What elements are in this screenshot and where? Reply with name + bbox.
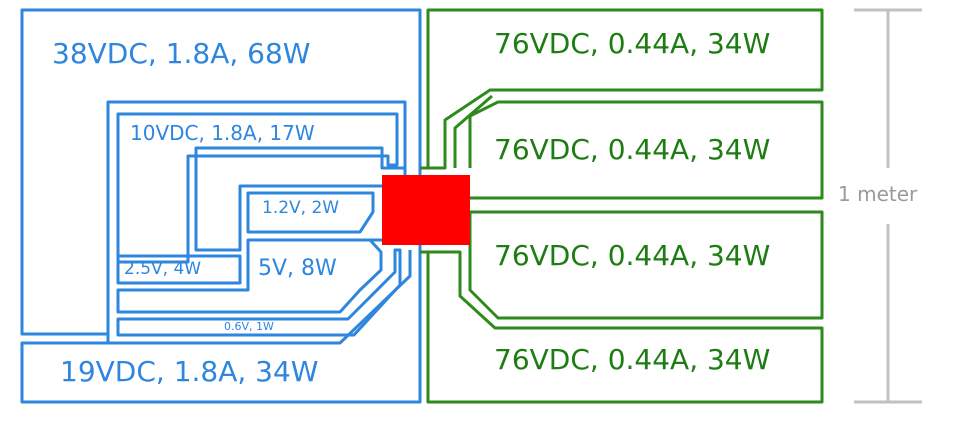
- blue-5v-region: [116, 238, 383, 314]
- blue-0v6-region: [116, 248, 402, 337]
- green-row-1: [468, 100, 824, 200]
- blue-domain-outlines: [20, 8, 422, 404]
- label-green-output-4: 76VDC, 0.44A, 34W: [494, 343, 771, 376]
- blue-38v-boundary: [106, 100, 407, 334]
- scale-ruler: [854, 8, 922, 404]
- label-green-output-1: 76VDC, 0.44A, 34W: [494, 27, 771, 60]
- green-link: [453, 94, 493, 168]
- label-5v-rail: 5V, 8W: [258, 256, 337, 281]
- label-green-output-3: 76VDC, 0.44A, 34W: [494, 239, 771, 272]
- blue-1v2-region: [246, 191, 375, 234]
- label-2v5-rail: 2.5V, 4W: [124, 259, 202, 279]
- label-38vdc-main: 38VDC, 1.8A, 68W: [52, 37, 311, 70]
- label-1v2-rail: 1.2V, 2W: [262, 198, 340, 218]
- scale-label: 1 meter: [838, 182, 918, 206]
- blue-10v-region: [116, 112, 399, 264]
- chip-connections: [370, 166, 428, 254]
- label-green-output-2: 76VDC, 0.44A, 34W: [494, 133, 771, 166]
- label-0v6-rail: 0.6V, 1W: [224, 320, 274, 333]
- green-outer-boundary: [426, 8, 824, 404]
- blue-2v5-region: [116, 254, 242, 285]
- converter-chip: [382, 175, 470, 245]
- blue-19v-boundary: [22, 250, 412, 345]
- label-19vdc-bottom: 19VDC, 1.8A, 34W: [60, 355, 319, 388]
- label-10vdc-rail: 10VDC, 1.8A, 17W: [130, 121, 315, 145]
